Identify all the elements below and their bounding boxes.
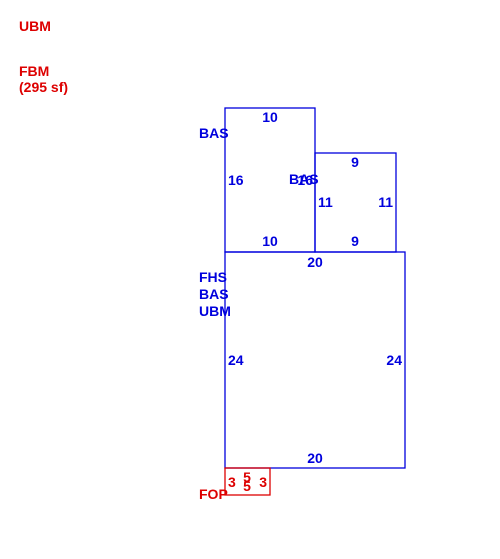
legend-ubm: UBM	[19, 18, 51, 34]
rect-main-lower	[224, 251, 406, 469]
dim-r4-bottom: 5	[243, 478, 251, 494]
dim-r4-right: 3	[259, 474, 267, 490]
dim-r1-top: 10	[262, 109, 278, 125]
dim-r2-left: 11	[318, 194, 333, 210]
dim-r2-top: 9	[351, 154, 359, 170]
legend-fbm-area: (295 sf)	[19, 79, 68, 95]
area-label-bas: BAS	[199, 286, 229, 302]
dim-r4-top: 5	[243, 469, 251, 485]
dim-r1-bottom: 10	[262, 233, 278, 249]
area-label-fhs: FHS	[199, 269, 227, 285]
area-label-bas-right: BAS	[289, 171, 319, 187]
area-label-fop: FOP	[199, 486, 228, 502]
dim-r1-left: 16	[228, 172, 244, 188]
legend-fbm: FBM	[19, 63, 49, 79]
dim-r3-right: 24	[386, 352, 402, 368]
dim-r2-right: 11	[378, 194, 393, 210]
dim-r4-left: 3	[228, 474, 236, 490]
rect-fop	[224, 467, 271, 496]
dim-r3-bottom: 20	[307, 450, 323, 466]
area-label-bas-left: BAS	[199, 125, 229, 141]
dim-r3-top: 20	[307, 254, 323, 270]
dim-r3-left: 24	[228, 352, 244, 368]
dim-r1-right: 16	[297, 172, 313, 188]
dim-r2-bottom: 9	[351, 233, 359, 249]
area-label-ubm: UBM	[199, 303, 231, 319]
